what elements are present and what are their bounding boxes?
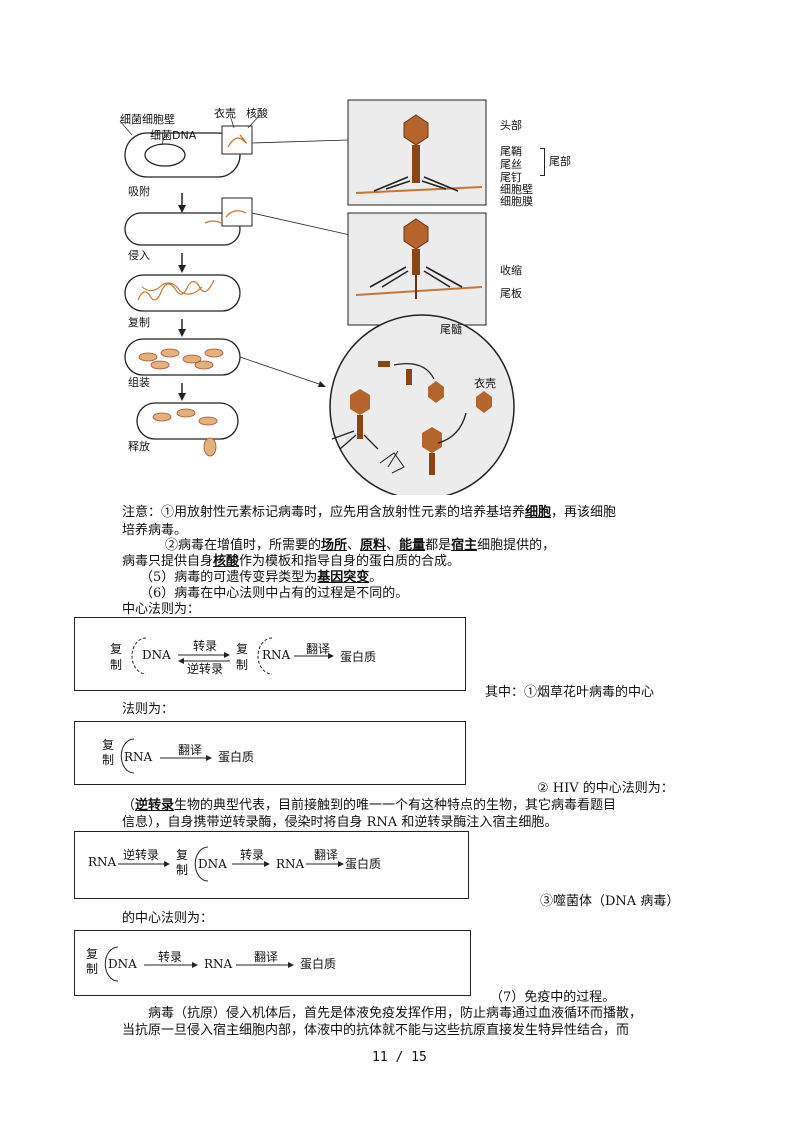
- box3-dna: DNA: [198, 857, 227, 871]
- box2-arrow: [160, 755, 212, 761]
- tmv-dogma-box: [74, 721, 466, 785]
- box4-rna: RNA: [204, 957, 233, 971]
- note-line-2: 培养病毒。: [122, 523, 188, 538]
- box3-arrow-3: [306, 861, 344, 867]
- box2-loop: [120, 738, 135, 774]
- stage-replicate: 复制: [128, 316, 150, 329]
- label-coat: 衣壳: [214, 107, 236, 120]
- note-line-4: 病毒只提供自身核酸作为模板和指导自身的蛋白质的合成。: [122, 554, 461, 569]
- label-tail-group: 尾部: [549, 155, 571, 168]
- stage-assemble: 组装: [128, 376, 150, 389]
- box2-replicate: 复制: [102, 738, 115, 767]
- hiv-dogma-box: [74, 831, 469, 899]
- tmv-line-a: 其中：①烟草花叶病毒的中心: [485, 685, 655, 700]
- box1-translate: 翻译: [306, 642, 331, 656]
- box1-reverse: 逆转录: [187, 662, 224, 676]
- answer-reverse: 逆转录: [135, 798, 175, 813]
- box3-protein: 蛋白质: [345, 857, 382, 871]
- para-line-2: 当抗原一旦侵入宿主细胞内部，体液中的抗体就不能与这些抗原直接发生特异性结合，而: [122, 1023, 630, 1038]
- box1-translate-arrow: [294, 653, 334, 659]
- box3-translate: 翻译: [314, 848, 339, 862]
- box4-translate: 翻译: [254, 950, 279, 964]
- box1-dna-loop: [131, 637, 147, 675]
- hiv-text-2: 信息），自身携带逆转录酶，侵染时将自身 RNA 和逆转录酶注入宿主细胞。: [122, 815, 558, 830]
- label-core: 尾髓: [440, 323, 462, 336]
- page-number: 11 / 15: [372, 1050, 427, 1065]
- box3-reverse: 逆转录: [123, 848, 160, 862]
- box2-translate: 翻译: [178, 743, 203, 757]
- label-bacterial-dna: 细菌DNA: [150, 129, 197, 142]
- box4-arrow-2: [236, 962, 294, 968]
- box1-rna: RNA: [262, 648, 291, 662]
- box1-dna: DNA: [142, 648, 171, 662]
- tail-brace: [540, 148, 545, 176]
- label-pin: 尾钉: [500, 171, 522, 184]
- stage-adsorb: 吸附: [128, 185, 150, 198]
- label-nucleic-acid: 核酸: [246, 107, 268, 120]
- box1-rna-loop: [257, 637, 273, 675]
- box4-dna: DNA: [108, 957, 137, 971]
- immune-heading: （7）免疫中的过程。: [490, 990, 616, 1005]
- box3-loop: [194, 846, 209, 882]
- hiv-line: ② HIV 的中心法则为：: [537, 781, 674, 796]
- box2-rna: RNA: [124, 750, 153, 764]
- label-coat-2: 衣壳: [474, 377, 496, 390]
- stage-invade: 侵入: [128, 249, 150, 262]
- box3-arrow-1: [118, 861, 170, 867]
- box3-rna-start: RNA: [88, 855, 117, 869]
- label-sheath: 尾鞘: [500, 145, 522, 158]
- para-line-1: 病毒（抗原）侵入机体后，首先是体液免疫发挥作用，防止病毒通过血液循环而播散，: [148, 1006, 643, 1021]
- box3-transcribe: 转录: [240, 848, 265, 862]
- box3-rna: RNA: [276, 857, 305, 871]
- central-dogma-box: [74, 617, 466, 691]
- note-line-6: （6）病毒在中心法则中占有的过程是不同的。: [140, 586, 409, 601]
- box4-replicate: 复制: [86, 947, 99, 976]
- box1-replicate-rna: 复制: [236, 642, 249, 672]
- stage-release: 释放: [128, 440, 150, 453]
- label-contract: 收缩: [500, 264, 522, 277]
- box4-transcribe: 转录: [158, 950, 183, 964]
- tmv-line-b: 法则为：: [122, 702, 175, 717]
- phage-infection-figure: [119, 99, 515, 495]
- label-membrane: 细胞膜: [500, 195, 533, 208]
- answer-cell: 细胞: [525, 505, 552, 520]
- note-line-3: ②病毒在增值时，所需要的场所、原料、能量都是宿主细胞提供的，: [165, 538, 556, 553]
- box1-protein: 蛋白质: [340, 650, 377, 664]
- box3-arrow-2: [232, 861, 270, 867]
- box4-loop: [104, 946, 119, 982]
- box1-replicate: 复制: [110, 642, 123, 672]
- note-line-7: 中心法则为：: [122, 602, 201, 617]
- box4-arrow-1: [144, 962, 198, 968]
- phage-dogma-box: [74, 930, 471, 996]
- label-wall: 细胞壁: [500, 183, 533, 196]
- note-line-5: （5）病毒的可遗传变异类型为基因突变。: [140, 570, 383, 585]
- label-plate: 尾板: [500, 287, 522, 300]
- note-line-1: 注意：①用放射性元素标记病毒时，应先用含放射性元素的培养基培养细胞，再该细胞: [122, 505, 617, 520]
- label-head: 头部: [500, 119, 522, 132]
- box2-protein: 蛋白质: [218, 750, 255, 764]
- phage-line-a: ③噬菌体（DNA 病毒）: [540, 894, 680, 909]
- hiv-text-1: （逆转录生物的典型代表，目前接触到的唯一一个有这种特点的生物，其它病毒看题目: [122, 798, 617, 813]
- box3-replicate: 复制: [176, 848, 189, 877]
- phage-line-b: 的中心法则为：: [122, 911, 214, 926]
- box4-protein: 蛋白质: [300, 957, 337, 971]
- box1-transcribe: 转录: [193, 639, 218, 653]
- box1-arrows: [178, 652, 230, 664]
- label-cell-wall: 细菌细胞壁: [120, 113, 175, 126]
- label-fiber: 尾丝: [500, 158, 522, 171]
